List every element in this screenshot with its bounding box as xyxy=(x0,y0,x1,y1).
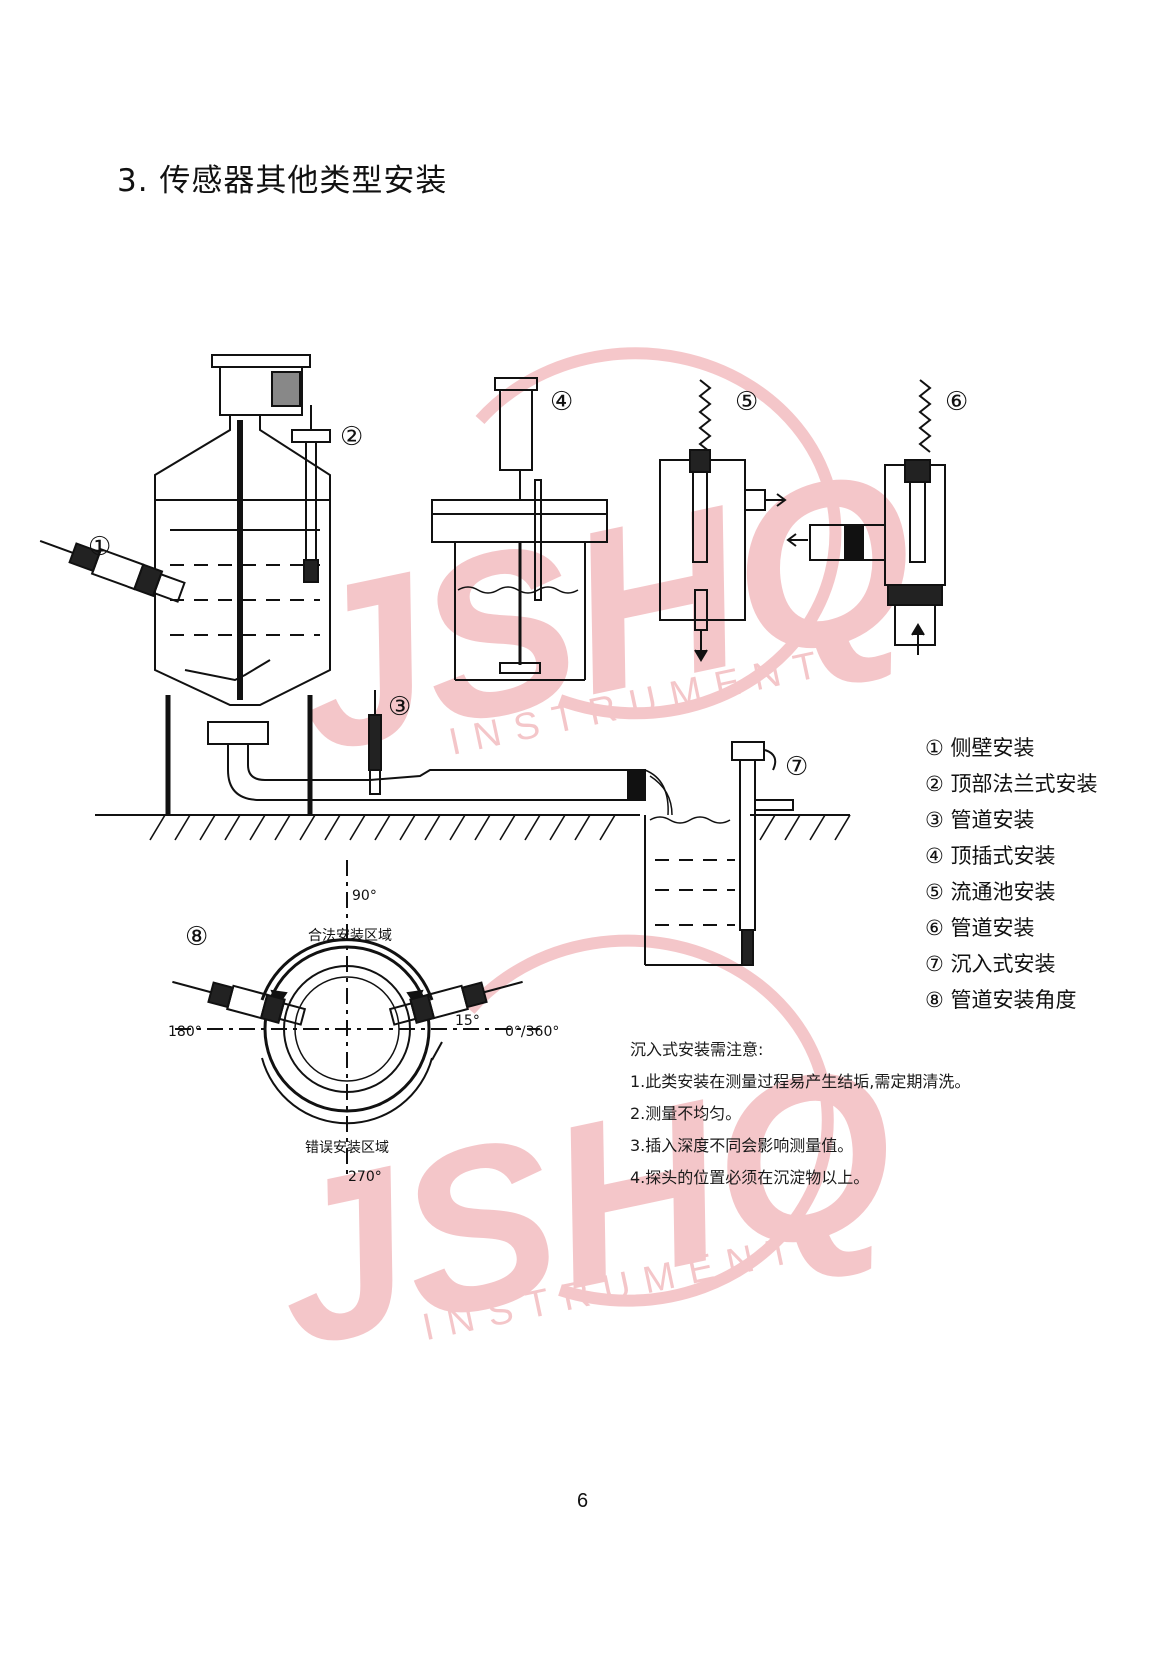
zone-label-legal: 合法安装区域 xyxy=(308,928,392,944)
legend-item: ⑧ 管道安装角度 xyxy=(925,988,1077,1012)
sensor-top-insert xyxy=(431,377,608,681)
notes-title: 沉入式安装需注意: xyxy=(630,1040,764,1059)
sensor-pipe-tee xyxy=(786,379,946,655)
legend-item: ⑥ 管道安装 xyxy=(925,916,1035,940)
note-item: 4.探头的位置必须在沉淀物以上。 xyxy=(630,1168,870,1187)
ground-hatch xyxy=(149,814,851,841)
section-heading: 3. 传感器其他类型安装 xyxy=(117,163,448,199)
legend-item: ① 侧壁安装 xyxy=(925,736,1035,760)
legend-item: ⑦ 沉入式安装 xyxy=(925,952,1056,976)
angle-label-bottom: 270° xyxy=(348,1169,382,1185)
marker-7: ⑦ xyxy=(785,752,808,782)
installation-legend: ① 侧壁安装 ② 顶部法兰式安装 ③ 管道安装 ④ 顶插式安装 ⑤ 流通池安装 … xyxy=(925,730,1098,1018)
figure-markers: ① ② ③ ④ ⑤ ⑥ ⑦ ⑧ xyxy=(88,387,968,952)
marker-1: ① xyxy=(88,532,111,562)
note-item: 2.测量不均匀。 xyxy=(630,1104,742,1123)
zone-label-error: 错误安装区域 xyxy=(305,1140,389,1156)
immersion-notes: 沉入式安装需注意: 1.此类安装在测量过程易产生结垢,需定期清洗。 2.测量不均… xyxy=(630,1034,970,1194)
marker-6: ⑥ xyxy=(945,387,968,417)
sensor-side-wall xyxy=(39,539,186,603)
marker-8: ⑧ xyxy=(185,922,208,952)
watermark-arc xyxy=(475,347,842,720)
sensor-top-flange xyxy=(291,405,331,583)
angle-label-tilt: 15° xyxy=(455,1013,480,1029)
sensor-pipe-3 xyxy=(368,690,382,795)
pipe-angle-diagram xyxy=(172,860,540,1180)
note-item: 3.插入深度不同会影响测量值。 xyxy=(630,1136,854,1155)
marker-3: ③ xyxy=(388,692,411,722)
marker-2: ② xyxy=(340,422,363,452)
legend-item: ② 顶部法兰式安装 xyxy=(925,772,1098,796)
legend-item: ④ 顶插式安装 xyxy=(925,844,1056,868)
marker-5: ⑤ xyxy=(735,387,758,417)
tank xyxy=(154,354,331,815)
sensor-immersion xyxy=(644,741,794,966)
note-item: 1.此类安装在测量过程易产生结垢,需定期清洗。 xyxy=(630,1072,971,1091)
legend-item: ③ 管道安装 xyxy=(925,808,1035,832)
angle-label-right: 0°/360° xyxy=(505,1024,559,1040)
page-number: 6 xyxy=(576,1490,589,1512)
marker-4: ④ xyxy=(550,387,573,417)
watermark-arc xyxy=(465,934,834,1307)
sensor-flow-cell xyxy=(659,379,787,662)
outlet-pipe xyxy=(227,744,673,816)
angle-label-left: 180° xyxy=(168,1024,202,1040)
angle-label-top: 90° xyxy=(352,888,377,904)
legend-item: ⑤ 流通池安装 xyxy=(925,880,1056,904)
